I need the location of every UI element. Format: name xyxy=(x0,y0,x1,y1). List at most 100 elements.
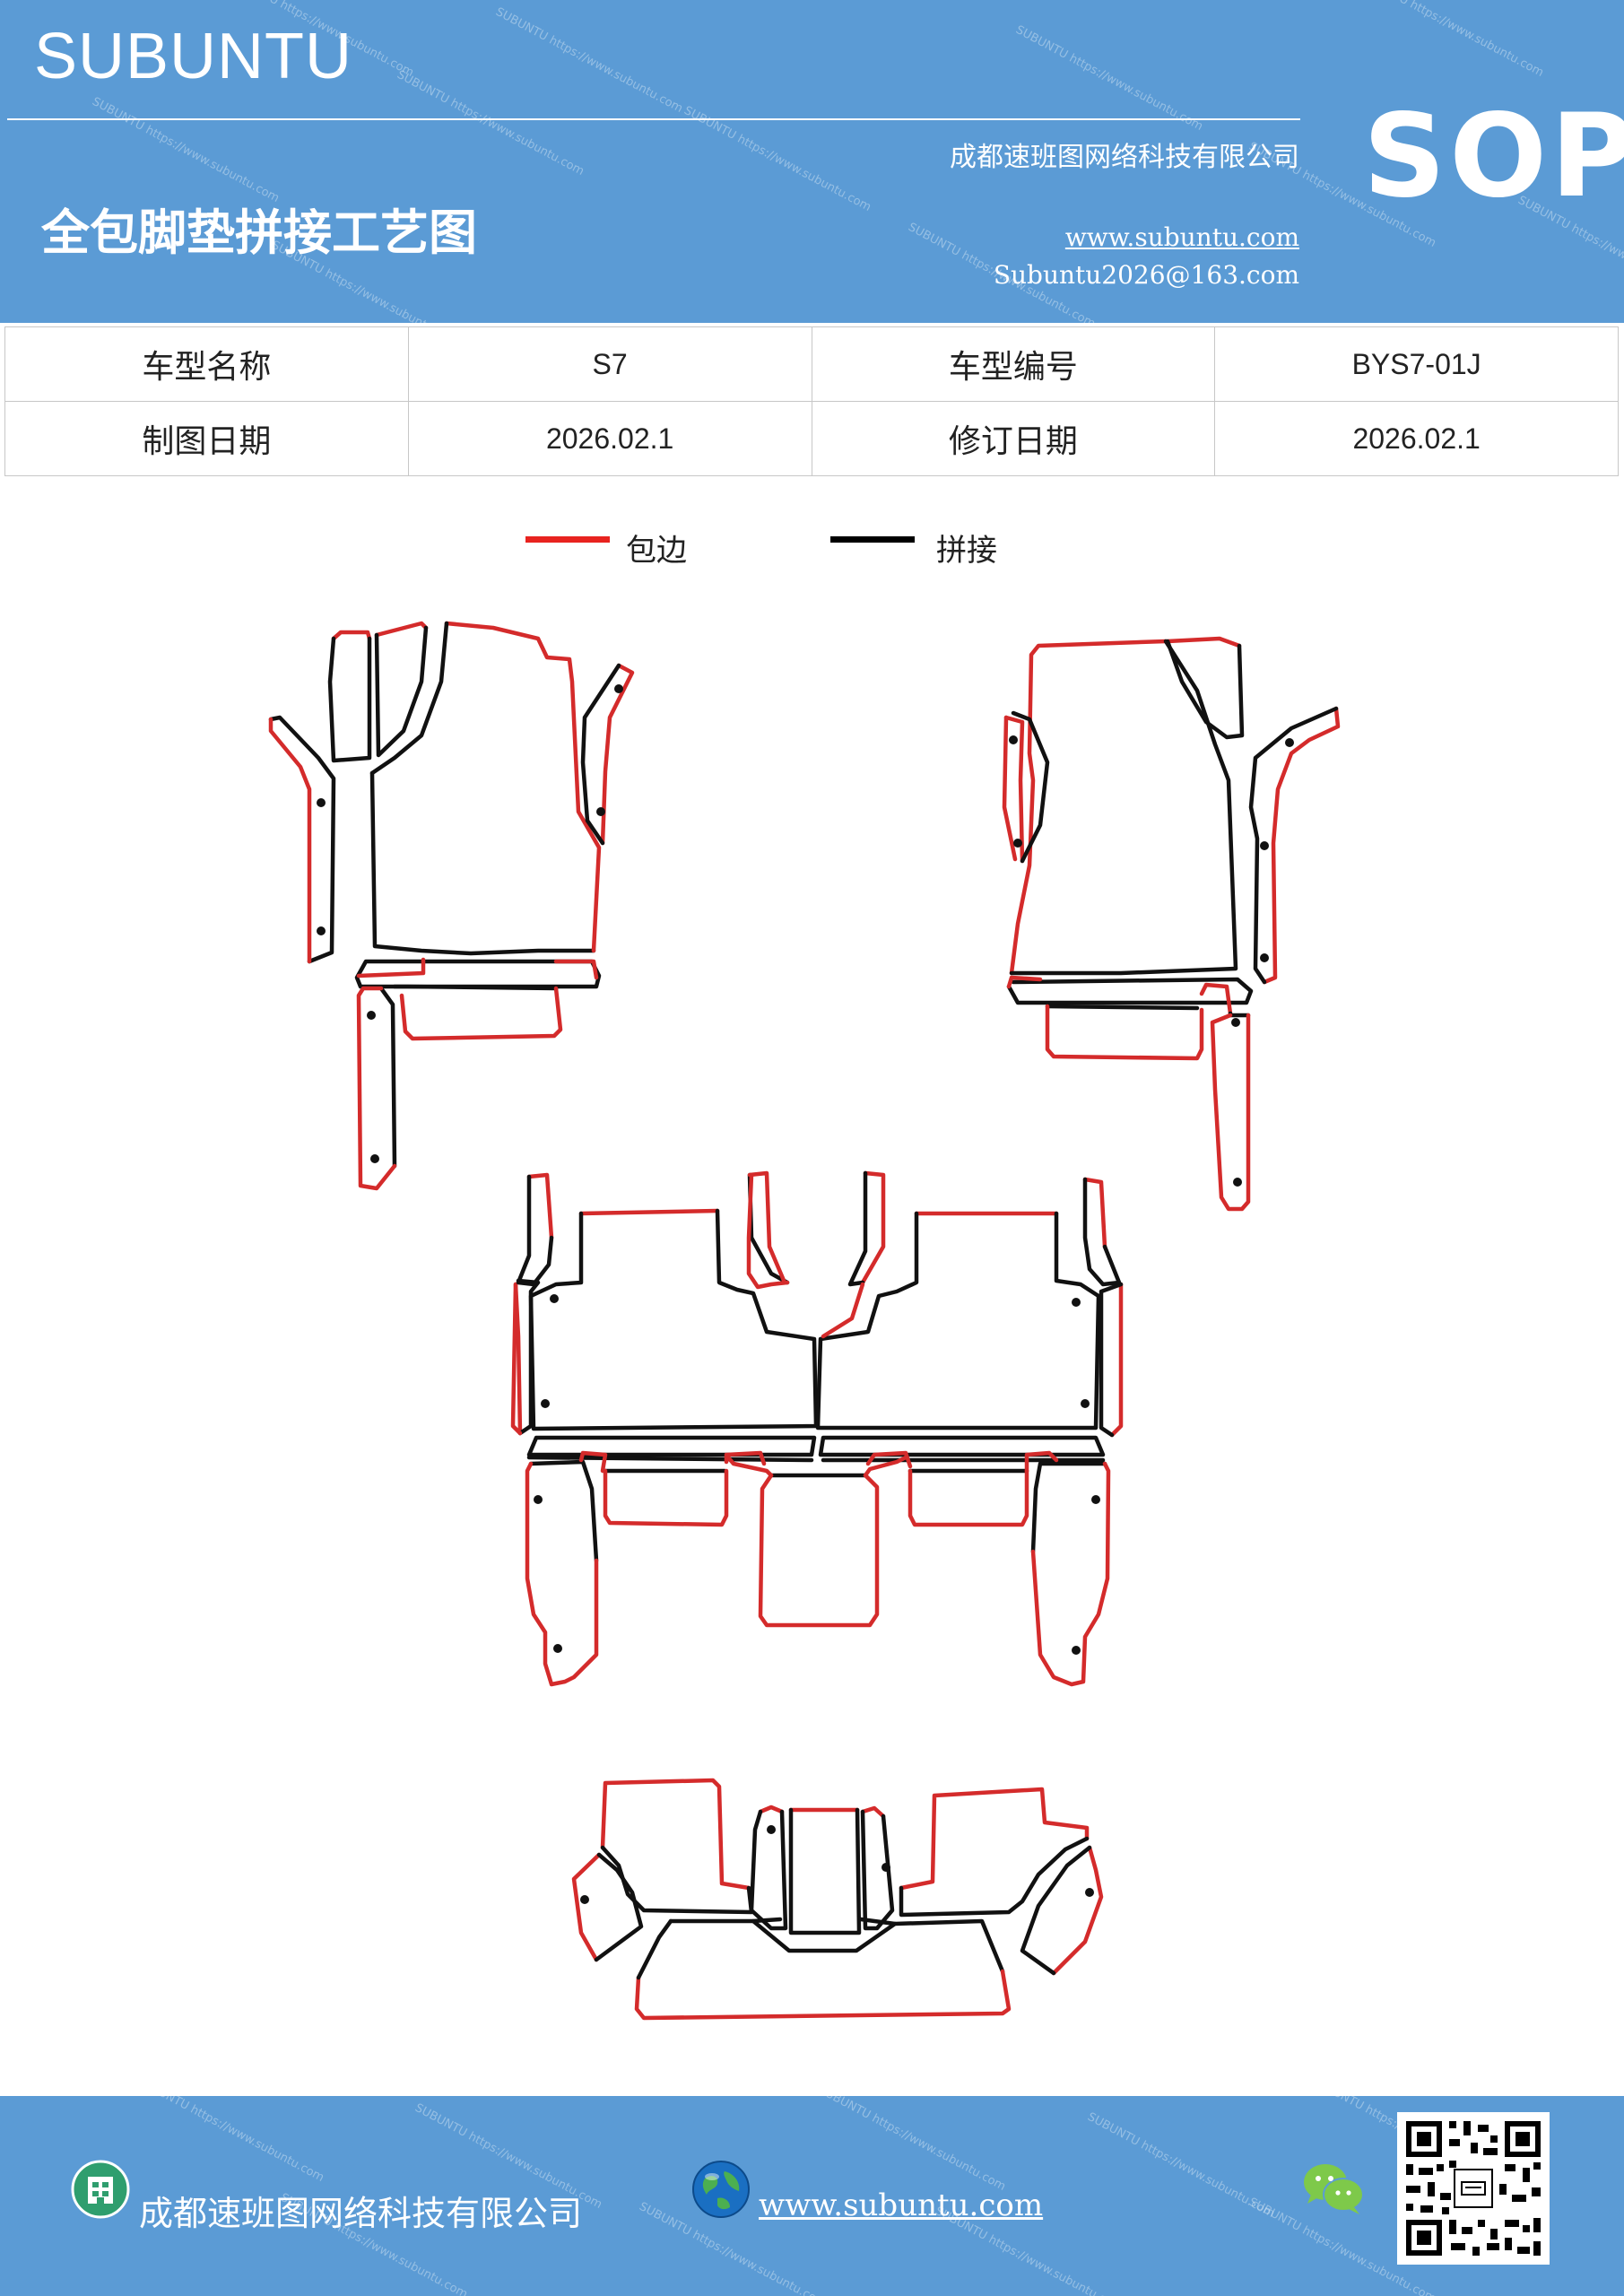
sop-badge: SOP xyxy=(1363,90,1624,223)
mat-piece xyxy=(1020,1845,1092,1976)
mat-piece xyxy=(1082,1177,1122,1287)
header-banner: SUBUNTU https://www.subuntu.com SUBUNTU … xyxy=(0,0,1624,323)
label-draw-date: 制图日期 xyxy=(4,401,409,476)
label-model-code: 车型编号 xyxy=(811,326,1216,402)
rivet-dot xyxy=(541,1399,550,1408)
footer-company-name: 成都速班图网络科技有限公司 xyxy=(139,2194,583,2233)
mat-piece xyxy=(758,1473,880,1628)
mat-piece xyxy=(578,1450,608,1474)
mat-piece xyxy=(516,1278,541,1436)
mat-piece xyxy=(1030,1461,1107,1554)
mat-piece xyxy=(746,1172,790,1290)
brand-name: SUBUNTU xyxy=(34,21,353,92)
mat-piece xyxy=(525,1461,599,1687)
mat-piece xyxy=(1006,977,1254,1005)
mat-piece xyxy=(751,1917,898,1926)
mat-piece xyxy=(327,636,372,763)
rivet-dot xyxy=(367,1011,376,1020)
mat-piece xyxy=(1099,1282,1124,1438)
mat-piece xyxy=(1165,636,1242,648)
mat-piece xyxy=(908,1468,1029,1527)
mat-piece xyxy=(1082,1177,1107,1249)
mat-piece xyxy=(1003,715,1025,864)
rivet-dot xyxy=(1072,1298,1081,1307)
mat-piece xyxy=(1199,982,1233,1016)
legend-swatch-edge xyxy=(525,536,610,543)
qr-code[interactable] xyxy=(1397,2112,1550,2265)
mat-piece xyxy=(356,986,397,1191)
mat-piece xyxy=(392,984,559,991)
mat-piece xyxy=(571,1852,602,1962)
rivet-dot xyxy=(596,807,605,816)
mat-piece xyxy=(1024,1450,1059,1474)
globe-icon xyxy=(692,2161,750,2218)
rivet-dot xyxy=(1233,1178,1242,1187)
company-name: 成都速班图网络科技有限公司 xyxy=(950,142,1299,173)
rivet-dot xyxy=(1009,735,1018,744)
label-model-name: 车型名称 xyxy=(4,326,409,402)
footer-banner: SUBUNTU https://www.subuntu.com SUBUNTU … xyxy=(0,2096,1624,2296)
mat-piece xyxy=(331,630,372,641)
rivet-dot xyxy=(1081,1399,1090,1408)
value-revision-date: 2026.02.1 xyxy=(1214,401,1619,476)
mat-piece xyxy=(578,1208,720,1216)
legend-swatch-join xyxy=(830,536,915,543)
mat-piece xyxy=(758,1805,785,1814)
rivet-dot xyxy=(881,1863,890,1872)
watermark: SUBUNTU https://www.subuntu.com xyxy=(816,2096,1008,2195)
mat-piece xyxy=(821,1282,865,1339)
email-address: Subuntu2026@163.com xyxy=(993,260,1299,290)
mat-piece xyxy=(444,621,602,953)
mat-piece xyxy=(747,1170,787,1285)
legend-label-join: 拼接 xyxy=(936,533,997,569)
table-row: 制图日期 2026.02.1 修订日期 2026.02.1 xyxy=(4,401,1619,476)
mat-piece xyxy=(1011,710,1050,864)
mat-piece xyxy=(369,621,449,776)
mat-piece xyxy=(516,1174,554,1287)
mat-piece xyxy=(724,1450,913,1469)
rivet-dot xyxy=(1260,841,1269,850)
rivet-dot xyxy=(614,684,623,693)
mat-piece xyxy=(378,986,397,1169)
mat-piece xyxy=(1006,975,1043,989)
mat-piece xyxy=(594,1852,644,1962)
mat-piece xyxy=(860,1809,895,1931)
mat-piece xyxy=(526,1435,817,1457)
mat-piece xyxy=(1030,1461,1111,1687)
building-icon xyxy=(71,2160,130,2219)
mat-piece xyxy=(860,1170,886,1285)
rivet-dot xyxy=(534,1495,543,1504)
table-row: 车型名称 S7 车型编号 BYS7-01J xyxy=(4,326,1619,402)
mat-piece xyxy=(510,1282,523,1436)
mat-piece xyxy=(369,770,596,956)
rivet-dot xyxy=(1260,953,1269,962)
value-draw-date: 2026.02.1 xyxy=(407,401,812,476)
footer-website-link[interactable]: www.subuntu.com xyxy=(759,2187,1044,2223)
mat-piece xyxy=(374,625,429,758)
mat-piece xyxy=(356,957,426,978)
mat-piece xyxy=(580,663,621,846)
wechat-icon xyxy=(1304,2164,1364,2214)
value-model-code: BYS7-01J xyxy=(1214,326,1619,402)
mat-piece xyxy=(815,1211,1101,1431)
mat-piece xyxy=(528,1208,819,1431)
mat-piece xyxy=(899,1836,1090,1918)
mat-piece xyxy=(1009,639,1168,976)
mat-piece xyxy=(788,1807,862,1935)
front-right-mat-group xyxy=(1002,636,1341,1212)
mat-piece xyxy=(818,1435,1106,1457)
rivet-dot xyxy=(1072,1646,1081,1655)
watermark: SUBUNTU https://www.subuntu.com xyxy=(135,2096,326,2186)
website-link[interactable]: www.subuntu.com xyxy=(1064,222,1299,252)
mat-piece xyxy=(1228,1011,1251,1018)
value-model-name: S7 xyxy=(407,326,812,402)
rivet-dot xyxy=(370,1154,379,1163)
mat-piece xyxy=(1210,1013,1251,1212)
header-divider xyxy=(7,118,1300,120)
mat-piece xyxy=(668,1918,1005,1974)
mat-piece xyxy=(553,959,599,980)
mat-piece xyxy=(268,717,312,964)
mat-piece xyxy=(528,1459,599,1563)
rivet-dot xyxy=(580,1895,589,1904)
